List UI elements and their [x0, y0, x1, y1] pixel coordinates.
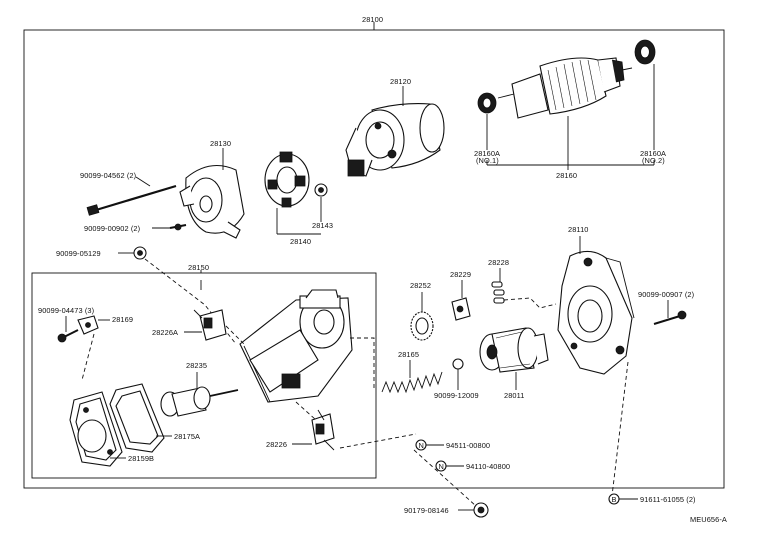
yoke-28120 [345, 103, 445, 177]
label-90099-04473: 90099-04473 (3) [38, 306, 94, 315]
label-90179-08146: 90179-08146 [404, 506, 449, 515]
gasket-28175a [109, 383, 165, 453]
subassembly-frame [31, 272, 377, 479]
plunger-28235 [160, 386, 239, 417]
terminal-28226 [311, 409, 335, 451]
label-28159b: 28159B [128, 454, 154, 463]
spring-28143 [314, 183, 328, 197]
dashed-guide [81, 333, 95, 381]
label-28140: 28140 [290, 237, 311, 246]
retainer-28229 [451, 297, 471, 321]
label-90099-00902: 90099-00902 (2) [84, 224, 140, 233]
svg-text:N: N [439, 462, 444, 471]
brush-holder-28140 [264, 151, 310, 208]
label-28235: 28235 [186, 361, 207, 370]
dashed-guide [413, 449, 477, 507]
svg-text:N: N [419, 441, 424, 450]
bolt-90099-00907 [653, 310, 687, 325]
label-91611-61055: 91611-61055 (2) [640, 495, 696, 504]
spring-28165 [381, 371, 443, 394]
leader-line [135, 176, 151, 187]
label-28143: 28143 [312, 221, 333, 230]
label-90099-00907: 90099-00907 (2) [638, 290, 694, 299]
label-28130: 28130 [210, 139, 231, 148]
label-94110-40800: 94110-40800 [466, 462, 510, 471]
clutch-28011 [479, 327, 549, 373]
label-28150: 28150 [188, 263, 209, 272]
label-28120: 28120 [390, 77, 411, 86]
label-90099-12009: 90099-12009 [434, 391, 479, 400]
label-94511-00800: 94511-00800 [446, 441, 490, 450]
n-marker-94511: N [415, 439, 427, 451]
label-28169: 28169 [112, 315, 133, 324]
dashed-guide [339, 433, 417, 449]
b-marker-91611: B [608, 493, 620, 505]
label-28011: 28011 [504, 391, 525, 400]
label-90099-05129: 90099-05129 [56, 249, 101, 258]
screw-90099-00902 [169, 223, 187, 231]
label-28110: 28110 [568, 225, 589, 234]
through-bolt-90099-04562 [86, 184, 177, 216]
label-28160a-no2: 28160A [640, 149, 666, 158]
end-cover-28159b [69, 391, 123, 467]
ball-90099-12009 [452, 358, 464, 370]
magnetic-switch-28150 [239, 289, 353, 403]
idler-gear-28252 [410, 311, 434, 341]
nut-90179-08146 [473, 502, 489, 518]
label-28160: 28160 [556, 171, 577, 180]
rollers-28228 [491, 281, 505, 304]
dashed-guide [611, 361, 629, 497]
dashed-guide [503, 297, 557, 309]
dashed-guide [295, 401, 317, 421]
label-28165: 28165 [398, 350, 419, 359]
label-no1: (NO.1) [476, 156, 499, 165]
end-frame-28130 [179, 164, 245, 239]
armature-28160 [497, 57, 633, 119]
bearing-28160a-no2 [634, 39, 656, 65]
label-28226a: 28226A [152, 328, 178, 337]
plate-28169 [77, 315, 99, 335]
label-28226: 28226 [266, 440, 287, 449]
bearing-28160a-no1 [477, 92, 497, 114]
dashed-guide [350, 337, 375, 390]
label-28175a: 28175A [174, 432, 200, 441]
label-28100: 28100 [362, 15, 383, 24]
label-28228: 28228 [488, 258, 509, 267]
svg-text:B: B [612, 495, 617, 504]
n-marker-94110: N [435, 460, 447, 472]
starter-housing-28110 [557, 250, 635, 375]
label-28229: 28229 [450, 270, 471, 279]
label-90099-04562: 90099-04562 (2) [80, 171, 136, 180]
label-no2: (NO.2) [642, 156, 665, 165]
nut-90099-05129 [133, 246, 147, 260]
label-28252: 28252 [410, 281, 431, 290]
dashed-guide [225, 325, 245, 345]
bolt-90099-04473 [57, 329, 79, 343]
terminal-28226a [193, 309, 227, 341]
label-28160a-no1: 28160A [474, 149, 500, 158]
label-meu656-a: MEU656-A [690, 515, 727, 524]
